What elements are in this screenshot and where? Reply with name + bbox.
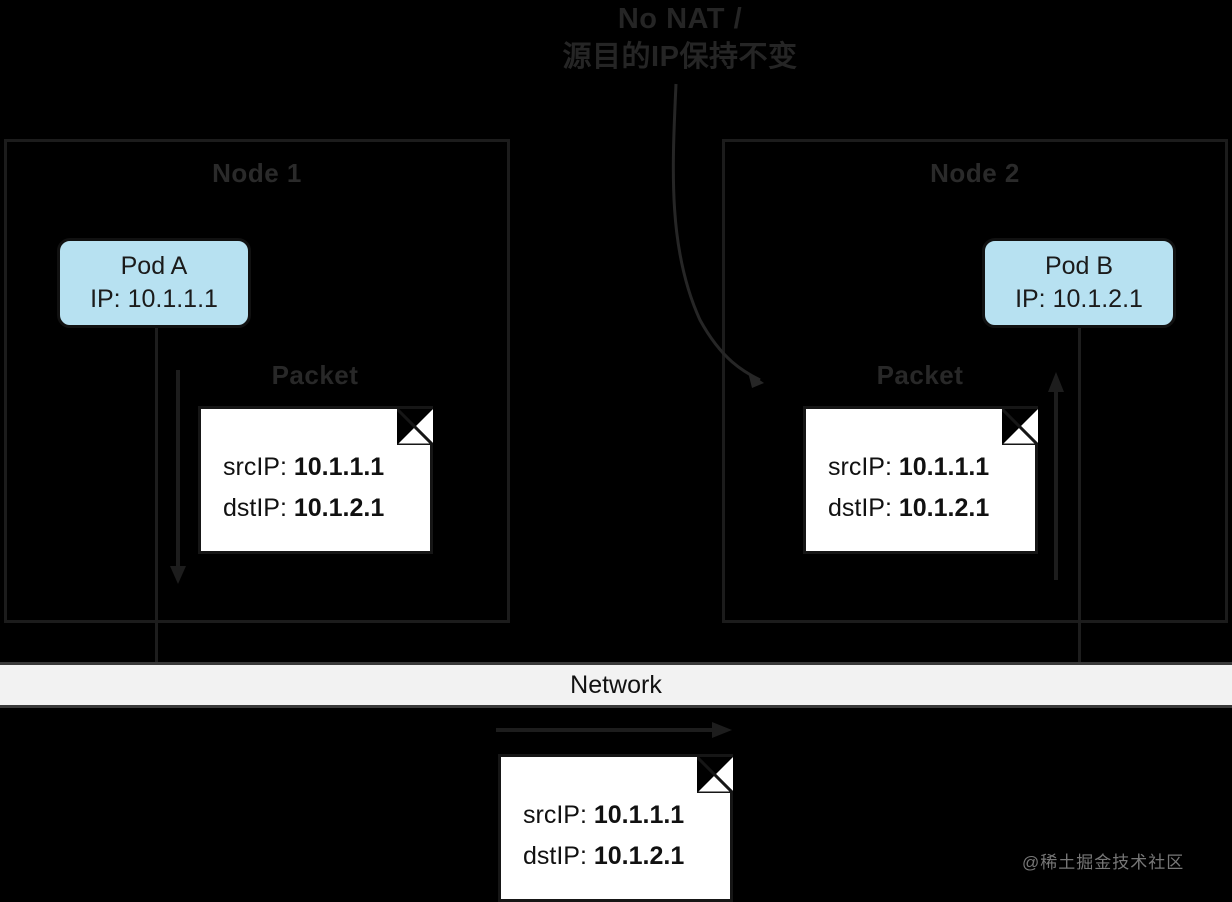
node-2-packet-label: Packet	[876, 360, 964, 390]
packet-note-3-text: srcIP: 10.1.1.1 dstIP: 10.1.2.1	[523, 795, 684, 877]
packet-note-2-text: srcIP: 10.1.1.1 dstIP: 10.1.2.1	[828, 447, 989, 529]
node-1-title: Node 1	[212, 158, 302, 188]
note-folded-corner	[697, 757, 733, 793]
dst-label: dstIP:	[828, 494, 892, 522]
src-label: srcIP:	[828, 453, 892, 481]
node-1-packet-label: Packet	[271, 360, 359, 390]
no-nat-annotation: No NAT / 源目的IP保持不变	[562, 3, 798, 73]
note-folded-corner	[397, 409, 433, 445]
dst-value: 10.1.2.1	[593, 842, 685, 870]
pod-a-ip: IP: 10.1.1.1	[90, 285, 218, 313]
dst-label: dstIP:	[523, 842, 587, 870]
note-right-edge	[430, 439, 433, 551]
note-right-edge	[730, 787, 733, 899]
pod-b-ip: IP: 10.1.2.1	[1015, 285, 1143, 313]
pod-b-name: Pod B	[1044, 252, 1114, 280]
packet-note-1-text: srcIP: 10.1.1.1 dstIP: 10.1.2.1	[223, 447, 384, 529]
pod-b[interactable]: Pod B IP: 10.1.2.1	[982, 238, 1176, 328]
packet-note-node-1: srcIP: 10.1.1.1 dstIP: 10.1.2.1	[198, 406, 433, 554]
dst-value: 10.1.2.1	[293, 494, 385, 522]
watermark: @稀土掘金技术社区	[1022, 853, 1185, 872]
pod-a[interactable]: Pod A IP: 10.1.1.1	[57, 238, 251, 328]
note-right-edge	[1035, 439, 1038, 551]
src-value: 10.1.1.1	[593, 801, 685, 829]
packet-note-node-2: srcIP: 10.1.1.1 dstIP: 10.1.2.1	[803, 406, 1038, 554]
src-value: 10.1.1.1	[293, 453, 385, 481]
network-packet-arrowhead	[712, 722, 732, 738]
note-folded-corner	[1002, 409, 1038, 445]
network-bar: Network	[0, 662, 1232, 708]
src-label: srcIP:	[523, 801, 587, 829]
packet-note-network: srcIP: 10.1.1.1 dstIP: 10.1.2.1	[498, 754, 733, 902]
pod-b-network-link	[1078, 328, 1081, 666]
src-value: 10.1.1.1	[898, 453, 990, 481]
src-label: srcIP:	[223, 453, 287, 481]
pod-a-network-link	[155, 328, 158, 666]
node-2-title: Node 2	[930, 158, 1020, 188]
network-label: Network	[570, 670, 662, 699]
pod-a-name: Pod A	[120, 252, 188, 280]
dst-label: dstIP:	[223, 494, 287, 522]
dst-value: 10.1.2.1	[898, 494, 990, 522]
